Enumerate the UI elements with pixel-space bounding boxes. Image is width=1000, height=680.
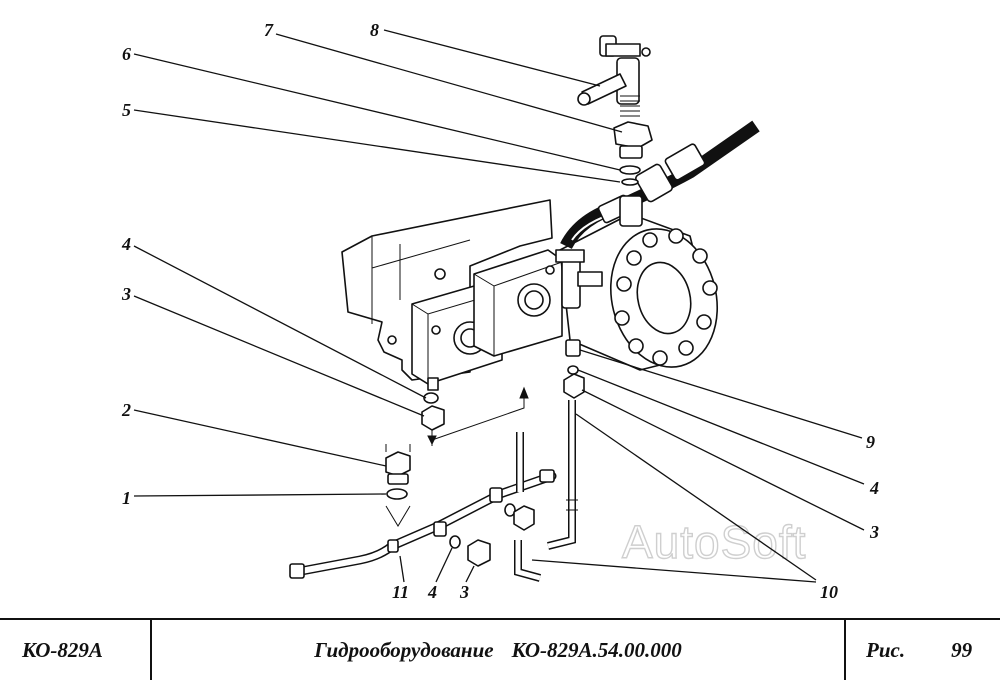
figure-number: 99: [951, 637, 973, 662]
part-4-ring-right: [567, 365, 579, 375]
callout-3-right: 3: [869, 522, 879, 542]
callout-1: 1: [122, 488, 131, 508]
part-4-ring-left: [423, 392, 439, 404]
model-cell: КО-829А: [0, 620, 152, 680]
callout-labels: 1 2 3 4 5 6 7 8 9 4 3 10 11 4 3: [121, 20, 879, 602]
callout-3: 3: [121, 284, 131, 304]
callout-4-bottom: 4: [427, 582, 437, 602]
part-6-washer: [619, 165, 641, 175]
hydraulic-equipment-diagram: AutoSoft: [121, 20, 879, 602]
flange-bolts: [614, 228, 718, 366]
figure-cell: Рис. 99: [846, 620, 1000, 680]
callout-3-bottom: 3: [459, 582, 469, 602]
callout-2: 2: [121, 400, 131, 420]
part-7-nut: [613, 121, 653, 159]
figure-label: Рис.: [866, 637, 906, 662]
part-4-ring-lower: [449, 535, 461, 549]
callout-9: 9: [866, 432, 875, 452]
part-2-plug: [385, 451, 411, 485]
part-3-nut-right: [563, 373, 585, 399]
part-8-bleed-valve: [577, 35, 651, 117]
part-1-seal-ring: [386, 488, 408, 500]
callout-5: 5: [122, 100, 131, 120]
pump-bracket: [341, 199, 553, 381]
pressure-hose: [560, 120, 760, 250]
description-label: Гидрооборудование: [314, 637, 494, 662]
callout-6: 6: [122, 44, 131, 64]
part-5-seal-ring: [621, 178, 639, 186]
pump-section-middle: [473, 249, 563, 357]
part-3-nut-lower: [467, 539, 491, 567]
watermark: AutoSoft: [622, 516, 806, 568]
callout-10: 10: [820, 582, 838, 602]
side-tee-fitting: [555, 249, 603, 309]
callout-7: 7: [264, 20, 274, 40]
callout-4-right: 4: [869, 478, 879, 498]
title-block: КО-829А Гидрооборудование КО-829А.54.00.…: [0, 618, 1000, 680]
plug-arrow: [385, 505, 411, 527]
callout-11: 11: [392, 582, 409, 602]
model-label: КО-829А: [22, 637, 103, 662]
assembly-path-left: [431, 396, 525, 446]
part-9-union: [565, 339, 581, 357]
part-4-ring-mid: [504, 503, 516, 517]
part-3-nut-left: [421, 405, 445, 446]
part-10-tubes: [514, 400, 578, 582]
drawing-code: КО-829А.54.00.000: [511, 637, 682, 662]
callout-4: 4: [121, 234, 131, 254]
callout-8: 8: [370, 20, 379, 40]
leader-lines: [133, 29, 865, 583]
plug-guides: [385, 444, 411, 452]
part-11-drain-pipe: [289, 469, 557, 579]
part-3-nut-mid: [513, 505, 535, 531]
description-cell: Гидрооборудование КО-829А.54.00.000: [152, 620, 846, 680]
hydraulic-motor: [559, 213, 719, 371]
